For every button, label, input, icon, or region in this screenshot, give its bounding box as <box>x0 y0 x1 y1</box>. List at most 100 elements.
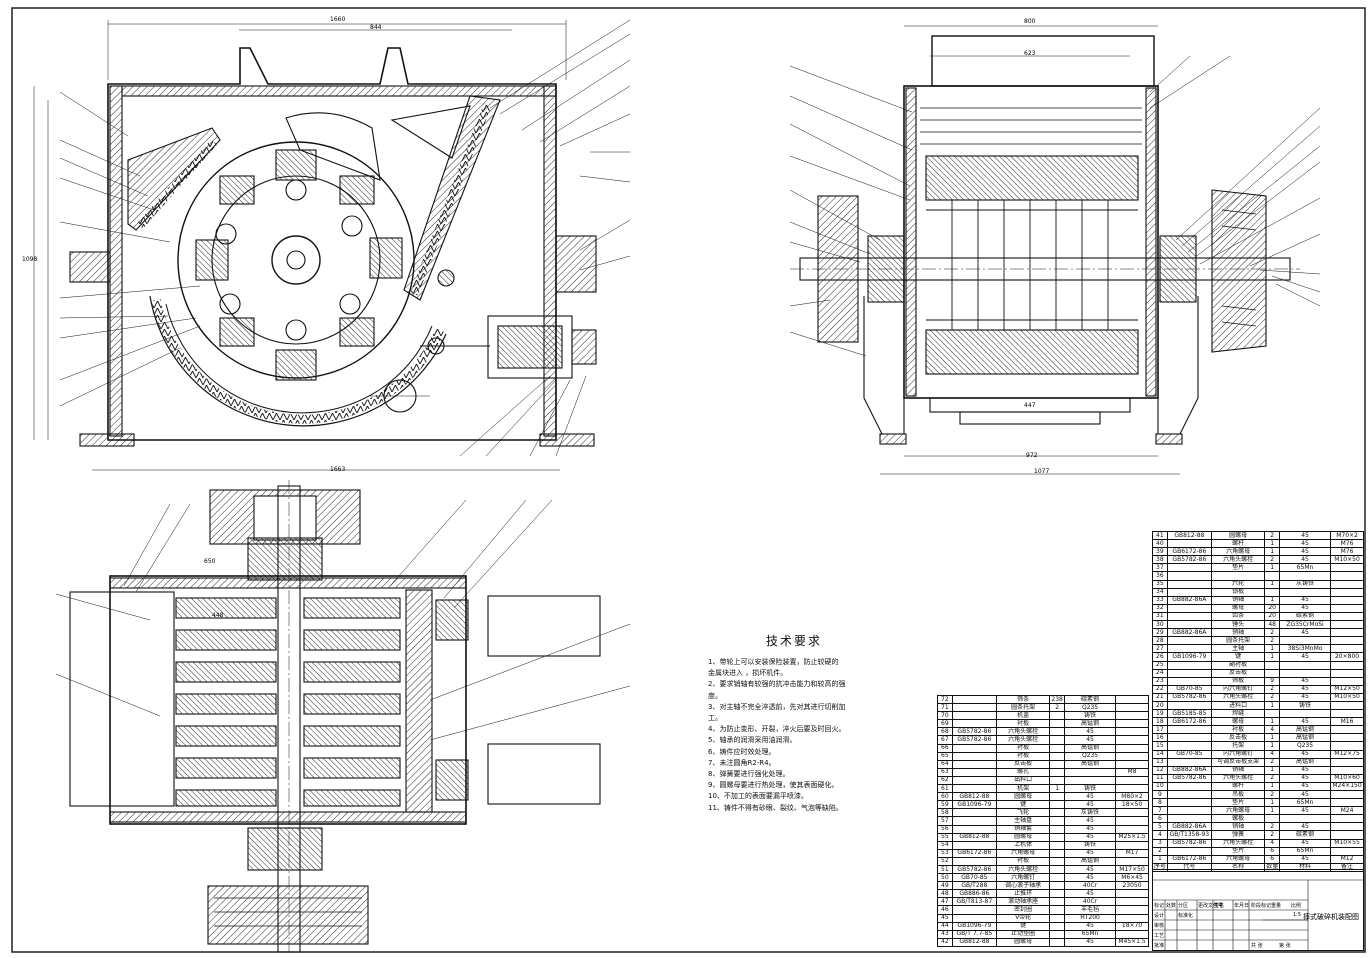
parts-list-cell: 8 <box>1152 798 1168 808</box>
parts-list-cell <box>951 913 997 923</box>
parts-list-cell: 15 <box>1152 741 1168 751</box>
parts-list-cell: 45 <box>1279 692 1332 702</box>
parts-list-cell: 20 <box>1152 700 1168 711</box>
parts-list-cell: 45 <box>1064 727 1117 737</box>
parts-list-cell: 4 <box>1264 725 1281 735</box>
parts-list-cell: 高锰钢 <box>1279 757 1332 767</box>
parts-list-cell: 45 <box>1279 822 1332 832</box>
parts-list-cell: 2 <box>1264 530 1281 541</box>
parts-list-cell <box>1264 660 1281 670</box>
parts-list-cell: 销轴套 <box>995 824 1051 834</box>
parts-list-cell: 1 <box>1264 563 1281 573</box>
parts-list-cell <box>951 743 997 753</box>
parts-list-cell: 69 <box>937 719 953 729</box>
parts-list-cell <box>1279 571 1332 581</box>
parts-list-cell: 28 <box>1152 636 1168 646</box>
parts-list-cell: 45 <box>1064 816 1117 826</box>
parts-list-cell: 托架 <box>1210 741 1266 751</box>
parts-list-cell: 12 <box>1152 765 1168 775</box>
parts-list-cell <box>1064 767 1117 777</box>
parts-list-cell: GB812-88 <box>1166 530 1212 541</box>
parts-list-cell <box>1115 824 1149 834</box>
parts-list-cell: GB812-88 <box>951 937 997 947</box>
parts-list-cell <box>1166 611 1212 622</box>
parts-list-cell: 1 <box>1264 652 1281 662</box>
title-block-label: 处数 <box>1166 903 1177 909</box>
parts-list-cell: GB6172-86 <box>1166 854 1212 864</box>
parts-list-cell <box>1049 711 1066 721</box>
parts-list-cell: 铸铁 <box>1064 711 1117 721</box>
parts-list-cell: 45 <box>1064 921 1117 931</box>
parts-list-cell: 1 <box>1264 781 1281 792</box>
parts-list-cell: 22 <box>1152 684 1168 694</box>
technical-requirement-item: 10、不加工的表面要漏平喷漆。 <box>708 792 808 801</box>
parts-list-cell: 螺孔 <box>995 767 1051 777</box>
parts-list-cell <box>1049 808 1066 818</box>
parts-list-cell <box>1330 733 1364 743</box>
parts-list-cell <box>1166 644 1212 654</box>
parts-list-cell: 62 <box>937 775 953 786</box>
parts-list-cell: 碳素钢 <box>1279 611 1332 622</box>
parts-list-cell: M25×1.5 <box>1115 832 1149 842</box>
parts-list-cell: 碳素钢 <box>1064 694 1117 705</box>
parts-list-cell: 铸铁 <box>1279 700 1332 711</box>
parts-list-cell <box>1330 644 1364 654</box>
parts-list-cell <box>1064 775 1117 786</box>
parts-list-cell: 衬板 <box>1210 725 1266 735</box>
title-block-label: 设计 <box>1154 913 1165 919</box>
parts-list-cell <box>1166 700 1212 711</box>
technical-requirement-item: 7、未注圆角R2-R4。 <box>708 758 776 767</box>
title-block-label: 共 张 <box>1251 943 1263 949</box>
dimension-front-base: 1663 <box>330 466 346 473</box>
parts-list-cell: 螺杆 <box>1210 781 1266 792</box>
parts-list-cell <box>1049 727 1066 737</box>
parts-list-cell: 45 <box>1279 717 1332 727</box>
parts-list-cell: 吊板 <box>1210 789 1266 800</box>
parts-list-cell <box>1166 789 1212 800</box>
parts-list-cell: 23 <box>1152 676 1168 686</box>
parts-list-cell: 23050 <box>1115 881 1149 891</box>
parts-list-cell <box>1330 725 1364 735</box>
parts-list-cell: 52 <box>937 856 953 866</box>
parts-list-cell <box>1115 784 1149 794</box>
parts-list-cell <box>1049 913 1066 923</box>
parts-list-cell <box>1166 620 1212 630</box>
parts-list-cell: GB812-88 <box>951 792 997 802</box>
parts-list-cell: 20×800 <box>1330 652 1364 662</box>
parts-list-cell: 反击板 <box>1210 733 1266 743</box>
parts-list-cell: 70 <box>937 711 953 721</box>
parts-list-cell: 止动垫圈 <box>995 929 1051 939</box>
parts-list-cell <box>951 759 997 769</box>
parts-list-cell: 副衬板 <box>1210 660 1266 670</box>
parts-list-cell <box>1115 751 1149 761</box>
parts-list-cell: 42 <box>937 937 953 947</box>
parts-list-cell: 65 <box>937 751 953 761</box>
parts-list-cell: 3 <box>1152 838 1168 848</box>
parts-list-cell: 9 <box>1152 789 1168 800</box>
parts-list-cell: 锁板 <box>1210 587 1266 597</box>
parts-list-cell: 18×70 <box>1115 921 1149 931</box>
parts-list-cell: 衬板 <box>995 719 1051 729</box>
parts-list-cell: 羊毛毡 <box>1064 905 1117 915</box>
parts-list-cell: 65Mn <box>1064 929 1117 939</box>
parts-list-cell: 圆螺母 <box>995 832 1051 842</box>
parts-list-cell: 六角螺母 <box>995 848 1051 858</box>
parts-list-cell: 40 <box>1152 539 1168 549</box>
parts-list-cell: 铸铁 <box>1064 784 1117 794</box>
parts-list-cell <box>1049 873 1066 883</box>
parts-list-cell: 1 <box>1264 547 1281 557</box>
parts-list-cell: 38 <box>1152 555 1168 565</box>
